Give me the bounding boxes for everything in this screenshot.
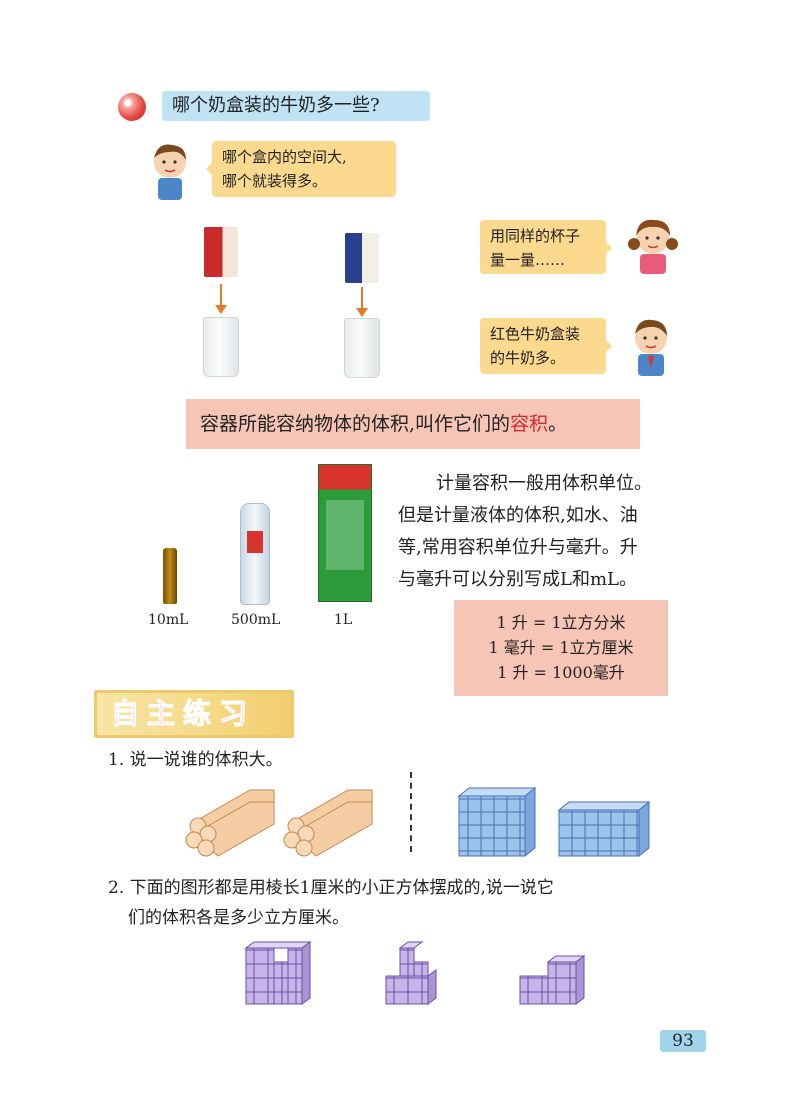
cube-stack-wide [557,800,651,858]
definition-term: 容积 [510,413,549,435]
explanation-line: 与毫升可以分别写成L和mL。 [398,569,637,590]
unit-line: 1 毫升 = 1立方厘米 [488,638,634,657]
cube-shapes-illustration [244,941,586,1005]
bubble-line: 哪个就装得多。 [222,172,328,190]
milk-glass-icon [344,318,380,378]
container-label-500ml: 500mL [231,612,281,628]
unit-conversion-box: 1 升 = 1立方分米 1 毫升 = 1立方厘米 1 升 = 1000毫升 [454,600,668,696]
cube-shape-2 [385,941,437,1005]
explanation-line: 等,常用容积单位升与毫升。升 [398,537,638,558]
cube-shape-1 [244,941,312,1005]
explanation-line: 但是计量液体的体积,如水、油 [398,505,638,526]
log-bundle-right [283,789,373,857]
explanation-paragraph: 计量容积一般用体积单位。 但是计量液体的体积,如水、油 等,常用容积单位升与毫升… [398,468,718,596]
capacity-definition: 容器所能容纳物体的体积,叫作它们的容积。 [186,399,640,449]
red-milk-carton-icon [204,227,238,277]
boy-avatar-icon [635,319,667,376]
water-bottle-icon [240,503,270,605]
definition-text: 容器所能容纳物体的体积,叫作它们的 [200,413,511,435]
small-bottle-icon [163,548,177,604]
bubble-line: 红色牛奶盒装 [490,325,581,343]
question-title: 哪个奶盒装的牛奶多一些? [162,91,430,121]
carton-highlight [326,500,364,570]
bubble-line: 量一量…… [490,251,566,269]
speech-bubble-girl: 用同样的杯子 量一量…… [480,220,612,274]
unit-line: 1 升 = 1000毫升 [497,663,625,682]
page-number: 93 [660,1030,706,1052]
arrow-down-icon [356,287,368,317]
exercise-2-line-2: 们的体积各是多少立方厘米。 [128,908,349,928]
milk-carton-1l-icon [318,464,372,602]
speech-bubble-boy-top: 哪个盒内的空间大, 哪个就装得多。 [206,141,396,197]
log-bundle-left [185,789,275,857]
bottle-label [247,531,263,553]
section-banner: 自主练习 [94,690,294,738]
boy-avatar-icon [154,144,186,200]
bubble-line: 哪个盒内的空间大, [222,148,347,166]
speech-bubble-boy-right: 红色牛奶盒装 的牛奶多。 [480,318,612,374]
divider-dashed [410,772,412,852]
container-label-10ml: 10mL [148,612,189,628]
cube-stack-tall [457,786,537,858]
bubble-line: 的牛奶多。 [490,349,566,367]
container-label-1l: 1L [334,612,353,628]
exercise-2-line-1: 2. 下面的图形都是用棱长1厘米的小正方体摆成的,说一说它 [108,878,554,898]
log-bundles-illustration [185,789,373,857]
red-ball-icon [118,93,146,121]
explanation-line: 计量容积一般用体积单位。 [436,473,652,494]
girl-avatar-icon [628,219,678,274]
cube-stacks-illustration [457,786,651,858]
blue-milk-carton-icon [345,233,379,283]
arrow-down-icon [215,284,227,314]
unit-line: 1 升 = 1立方分米 [496,613,626,632]
section-title: 自主练习 [111,697,256,731]
milk-glass-icon [203,317,239,377]
definition-end: 。 [548,413,568,435]
cube-shape-3 [519,955,586,1005]
exercise-1-text: 1. 说一说谁的体积大。 [108,750,283,770]
bubble-line: 用同样的杯子 [490,227,581,245]
